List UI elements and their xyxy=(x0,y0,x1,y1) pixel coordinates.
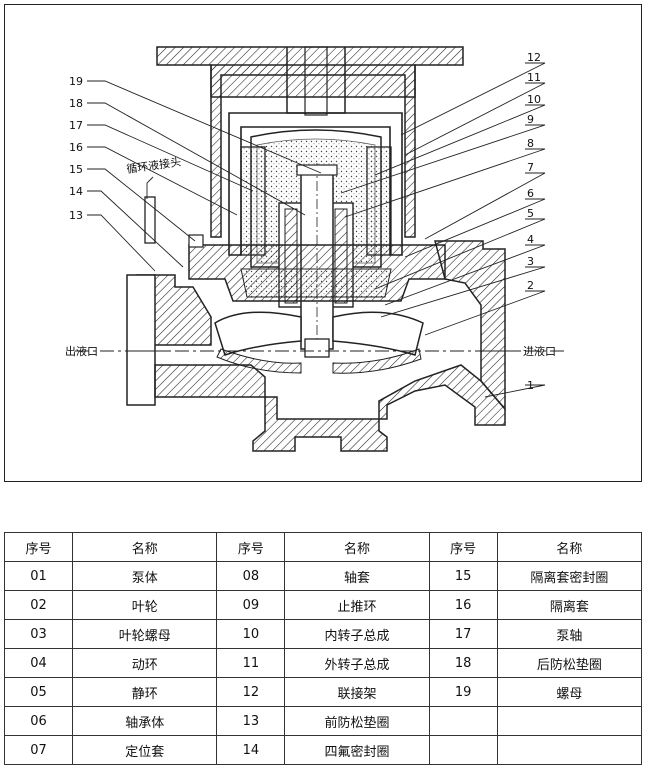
table-cell: 止推环 xyxy=(284,590,430,620)
table-cell: 泵体 xyxy=(72,561,218,591)
table-row: 07 定位套 14 四氟密封圈 xyxy=(3,735,643,765)
table-cell: 轴套 xyxy=(284,561,430,591)
callout-3: 3 xyxy=(527,255,534,268)
header-cell: 名称 xyxy=(284,532,430,562)
table-cell: 12 xyxy=(216,677,286,707)
callout-9: 9 xyxy=(527,113,534,126)
table-cell: 03 xyxy=(3,619,74,649)
table-cell: 08 xyxy=(216,561,286,591)
callout-1: 1 xyxy=(527,379,534,392)
table-cell: 螺母 xyxy=(496,677,643,707)
callout-17: 17 xyxy=(69,119,83,132)
table-row: 01 泵体 08 轴套 15 隔离套密封圈 xyxy=(3,561,643,591)
header-cell: 名称 xyxy=(496,532,643,562)
table-cell: 05 xyxy=(3,677,74,707)
callout-8: 8 xyxy=(527,137,534,150)
bearing-body xyxy=(188,244,446,302)
impeller xyxy=(214,311,424,374)
circulating-joint-label: 循环液接头 xyxy=(125,154,181,176)
callout-labels-right: 12 11 10 9 8 7 6 5 4 3 2 1 xyxy=(527,51,541,392)
pump-drawing-frame: 19 18 17 16 15 14 13 12 11 10 9 8 7 6 5 … xyxy=(4,4,642,482)
header-cell: 序号 xyxy=(428,532,498,562)
table-cell: 04 xyxy=(3,648,74,678)
table-row: 04 动环 11 外转子总成 18 后防松垫圈 xyxy=(3,648,643,678)
pump-body xyxy=(126,240,506,452)
callout-19: 19 xyxy=(69,75,83,88)
circulating-joint-fitting xyxy=(144,196,204,248)
table-cell xyxy=(496,735,643,765)
table-cell: 内转子总成 xyxy=(284,619,430,649)
table-cell: 19 xyxy=(428,677,498,707)
callout-11: 11 xyxy=(527,71,541,84)
table-cell: 18 xyxy=(428,648,498,678)
table-cell: 11 xyxy=(216,648,286,678)
table-cell: 17 xyxy=(428,619,498,649)
callout-13: 13 xyxy=(69,209,83,222)
table-row: 02 叶轮 09 止推环 16 隔离套 xyxy=(3,590,643,620)
table-cell: 前防松垫圈 xyxy=(284,706,430,736)
callout-15: 15 xyxy=(69,163,83,176)
callout-12: 12 xyxy=(527,51,541,64)
table-cell: 外转子总成 xyxy=(284,648,430,678)
table-cell: 动环 xyxy=(72,648,218,678)
pump-cross-section: 19 18 17 16 15 14 13 12 11 10 9 8 7 6 5 … xyxy=(65,46,565,452)
callout-labels-left: 19 18 17 16 15 14 13 xyxy=(69,75,83,222)
inlet-label: 进液口 xyxy=(523,344,556,358)
top-flange xyxy=(156,46,464,238)
callout-4: 4 xyxy=(527,233,534,246)
table-cell: 01 xyxy=(3,561,74,591)
table-cell xyxy=(428,706,498,736)
table-cell: 14 xyxy=(216,735,286,765)
table-row: 03 叶轮螺母 10 内转子总成 17 泵轴 xyxy=(3,619,643,649)
table-cell: 隔离套密封圈 xyxy=(496,561,643,591)
table-cell: 13 xyxy=(216,706,286,736)
header-cell: 名称 xyxy=(72,532,218,562)
table-header-row: 序号 名称 序号 名称 序号 名称 xyxy=(3,532,643,562)
outlet-label: 出液口 xyxy=(65,344,98,358)
callout-18: 18 xyxy=(69,97,83,110)
table-cell: 06 xyxy=(3,706,74,736)
table-cell xyxy=(496,706,643,736)
table-cell: 定位套 xyxy=(72,735,218,765)
table-cell: 10 xyxy=(216,619,286,649)
table-cell: 泵轴 xyxy=(496,619,643,649)
parts-list-table: 序号 名称 序号 名称 序号 名称 01 泵体 08 轴套 15 隔离套密封圈 … xyxy=(3,532,643,765)
table-cell: 02 xyxy=(3,590,74,620)
table-cell: 隔离套 xyxy=(496,590,643,620)
callout-5: 5 xyxy=(527,207,534,220)
table-row: 06 轴承体 13 前防松垫圈 xyxy=(3,706,643,736)
table-cell: 后防松垫圈 xyxy=(496,648,643,678)
table-cell xyxy=(428,735,498,765)
callout-2: 2 xyxy=(527,279,534,292)
callout-14: 14 xyxy=(69,185,83,198)
header-cell: 序号 xyxy=(3,532,74,562)
leader-lines xyxy=(87,62,546,398)
table-cell: 联接架 xyxy=(284,677,430,707)
table-cell: 叶轮螺母 xyxy=(72,619,218,649)
header-cell: 序号 xyxy=(216,532,286,562)
callout-6: 6 xyxy=(527,187,534,200)
table-cell: 15 xyxy=(428,561,498,591)
table-cell: 09 xyxy=(216,590,286,620)
table-cell: 叶轮 xyxy=(72,590,218,620)
table-cell: 16 xyxy=(428,590,498,620)
table-cell: 静环 xyxy=(72,677,218,707)
table-cell: 四氟密封圈 xyxy=(284,735,430,765)
callout-10: 10 xyxy=(527,93,541,106)
callout-7: 7 xyxy=(527,161,534,174)
callout-16: 16 xyxy=(69,141,83,154)
table-cell: 07 xyxy=(3,735,74,765)
table-cell: 轴承体 xyxy=(72,706,218,736)
table-row: 05 静环 12 联接架 19 螺母 xyxy=(3,677,643,707)
